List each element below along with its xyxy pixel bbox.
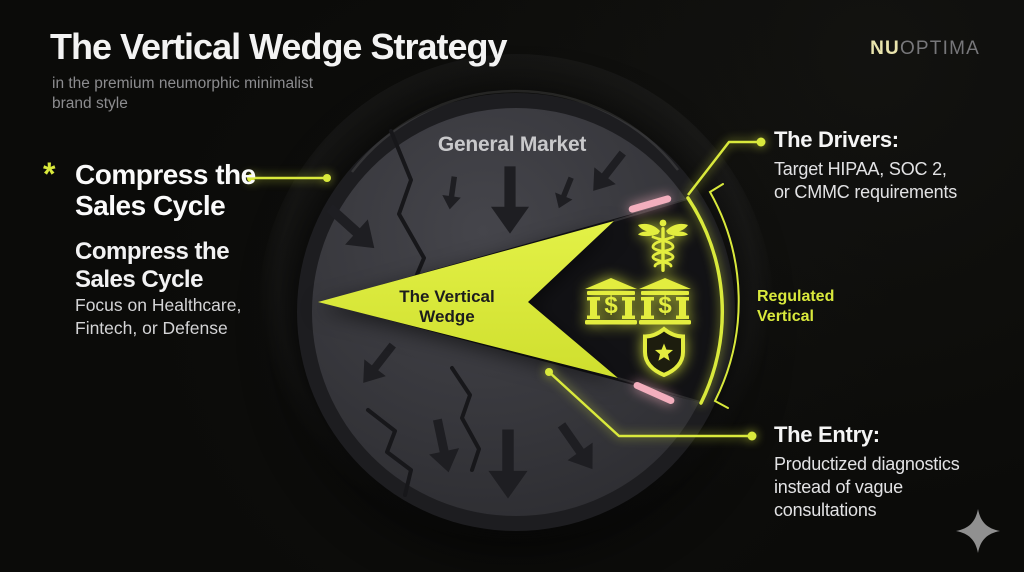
regulated-vertical-bracket	[708, 183, 740, 409]
bank-dollar-icon: $	[639, 278, 691, 325]
nuoptima-logo: NUOPTIMA	[870, 38, 980, 60]
caduceus-icon	[638, 219, 688, 272]
general-market-label: General Market	[437, 133, 587, 156]
entry-title: The Entry:	[774, 422, 880, 447]
vertical-icons: $ $	[585, 219, 691, 378]
connector-entry	[545, 368, 757, 441]
shield-star-icon	[643, 326, 685, 378]
page-title: The Vertical Wedge Strategy	[50, 26, 508, 67]
regulated-vertical-label: Regulated Vertical	[757, 288, 835, 326]
drivers-title: The Drivers:	[774, 127, 899, 152]
logo-secondary: OPTIMA	[899, 38, 980, 59]
left-callout-headline: Compress the Sales Cycle	[75, 159, 256, 221]
drivers-body: Target HIPAA, SOC 2, or CMMC requirement…	[774, 159, 958, 203]
drivers-callout: The Drivers: Target HIPAA, SOC 2, or CMM…	[774, 127, 1014, 204]
left-callout-description: Focus on Healthcare, Fintech, or Defense	[75, 295, 242, 338]
entry-callout: The Entry: Productized diagnostics inste…	[774, 422, 1014, 522]
page-subtitle: in the premium neumorphic minimalist bra…	[52, 75, 314, 113]
asterisk-icon: *	[43, 156, 56, 192]
left-callout-subheadline: Compress the Sales Cycle	[75, 238, 230, 293]
pink-highlight-bar-top	[628, 195, 672, 213]
bank-dollar-icon: $	[585, 278, 637, 325]
dollar-glyph: $	[658, 292, 672, 319]
connector-drivers	[687, 137, 766, 196]
logo-primary: NU	[870, 38, 900, 59]
entry-body: Productized diagnostics instead of vague…	[774, 454, 960, 521]
sparkle-icon	[956, 509, 1000, 553]
vertical-wedge-shape	[318, 221, 618, 378]
dollar-glyph: $	[604, 292, 618, 319]
pink-highlight-bar-bottom	[633, 381, 675, 405]
collapse-arrows	[326, 150, 626, 499]
sector-arc	[686, 196, 725, 405]
pink-highlight-bars	[628, 195, 675, 405]
connector-compress	[247, 174, 331, 182]
wedge-label: The Vertical Wedge	[399, 287, 495, 327]
